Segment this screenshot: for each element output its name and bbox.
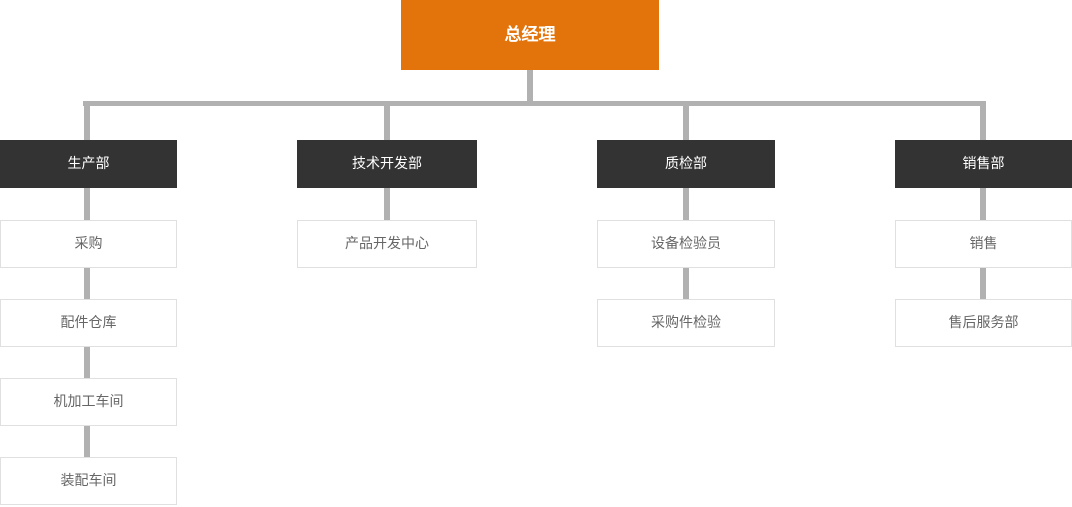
dept-production[interactable]: 生产部 [0, 140, 177, 188]
node-machining-workshop[interactable]: 机加工车间 [0, 378, 177, 426]
node-equipment-inspector[interactable]: 设备检验员 [597, 220, 775, 268]
connector-spine-sales [980, 101, 986, 323]
node-purchased-parts-inspection[interactable]: 采购件检验 [597, 299, 775, 347]
node-general-manager[interactable]: 总经理 [401, 0, 659, 70]
dept-sales[interactable]: 销售部 [895, 140, 1072, 188]
node-after-sales-service[interactable]: 售后服务部 [895, 299, 1072, 347]
node-product-dev-center[interactable]: 产品开发中心 [297, 220, 477, 268]
connector-horizontal-main [83, 101, 986, 106]
dept-quality-inspection[interactable]: 质检部 [597, 140, 775, 188]
node-assembly-workshop[interactable]: 装配车间 [0, 457, 177, 505]
connector-root-vertical [527, 69, 533, 106]
node-procurement[interactable]: 采购 [0, 220, 177, 268]
dept-tech-development[interactable]: 技术开发部 [297, 140, 477, 188]
connector-spine-quality [683, 101, 689, 323]
connector-spine-production [84, 101, 90, 481]
node-parts-warehouse[interactable]: 配件仓库 [0, 299, 177, 347]
node-sales[interactable]: 销售 [895, 220, 1072, 268]
